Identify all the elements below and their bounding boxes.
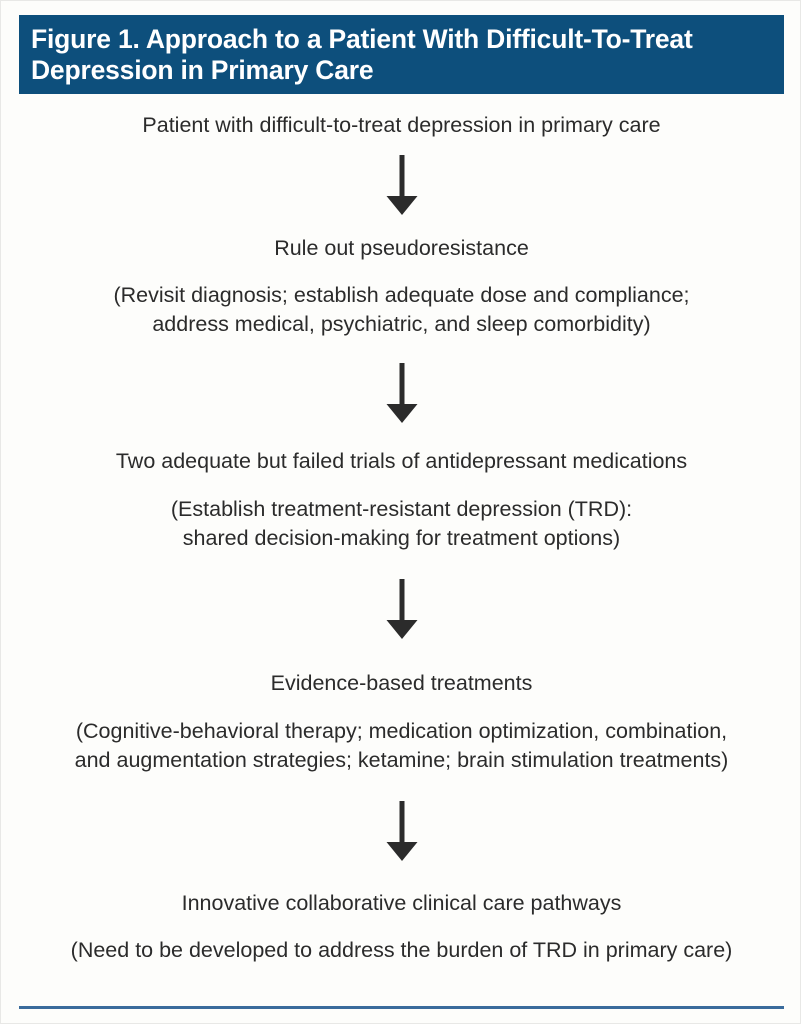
arrow-down-icon <box>386 363 417 423</box>
flow-arrow-2 <box>1 363 800 425</box>
flow-node-1: Patient with difficult-to-treat depressi… <box>1 94 800 139</box>
flow-node-4: Evidence-based treatments (Cognitive-beh… <box>1 670 800 775</box>
flow-node-4-heading: Evidence-based treatments <box>270 671 533 695</box>
flow-node-1-heading: Patient with difficult-to-treat depressi… <box>142 113 661 137</box>
arrow-down-icon <box>386 155 417 215</box>
flowchart: Patient with difficult-to-treat depressi… <box>1 94 800 965</box>
flow-node-3-heading: Two adequate but failed trials of antide… <box>115 449 688 473</box>
figure-title-banner: Figure 1. Approach to a Patient With Dif… <box>19 15 784 94</box>
flow-node-3-detail: (Establish treatment-resistant depressio… <box>170 497 633 550</box>
figure-bottom-rule <box>19 1006 784 1009</box>
figure-title: Figure 1. Approach to a Patient With Dif… <box>31 24 693 85</box>
flow-node-2-detail: (Revisit diagnosis; establish adequate d… <box>113 283 690 336</box>
flow-node-5: Innovative collaborative clinical care p… <box>1 890 800 965</box>
arrow-down-icon <box>386 801 417 861</box>
arrow-down-icon <box>386 579 417 639</box>
flow-node-3: Two adequate but failed trials of antide… <box>1 448 800 553</box>
flow-arrow-3 <box>1 579 800 641</box>
flow-node-5-heading: Innovative collaborative clinical care p… <box>181 891 622 915</box>
flow-arrow-1 <box>1 155 800 217</box>
flow-node-2-heading: Rule out pseudoresistance <box>274 236 529 260</box>
flow-node-2: Rule out pseudoresistance (Revisit diagn… <box>1 235 800 339</box>
flow-node-4-detail: (Cognitive-behavioral therapy; medicatio… <box>74 719 729 772</box>
flow-arrow-4 <box>1 801 800 863</box>
flow-node-5-detail: (Need to be developed to address the bur… <box>70 938 733 962</box>
